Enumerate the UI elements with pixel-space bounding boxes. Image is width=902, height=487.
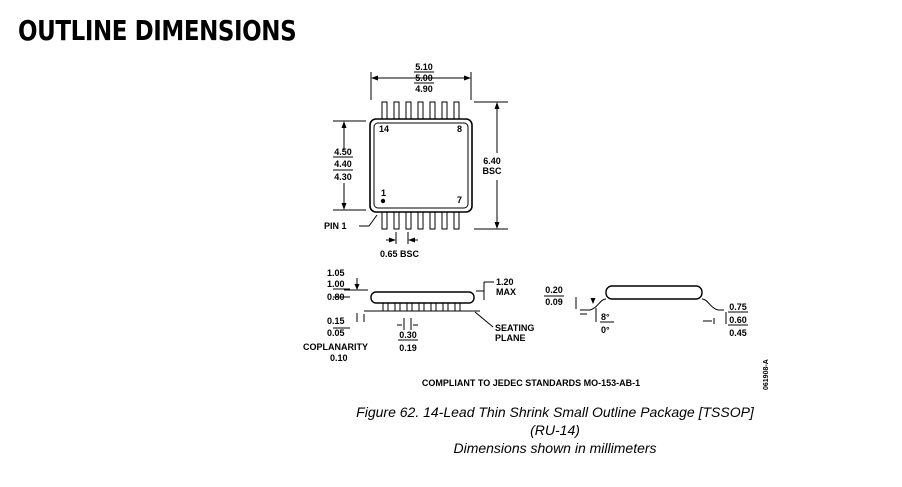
- dim-overall-width: 6.40: [483, 156, 501, 166]
- pin-number-7: 7: [457, 195, 462, 205]
- package-body-outer: [369, 118, 473, 213]
- caption-line-2: (RU-14): [530, 422, 580, 438]
- figure-caption: Figure 62. 14-Lead Thin Shrink Small Out…: [340, 403, 770, 457]
- end-view-body: [580, 285, 724, 311]
- dim-foot-min: 0.45: [729, 328, 747, 338]
- dim-thickness-max: 0.20: [545, 285, 563, 295]
- page-title: OUTLINE DIMENSIONS: [18, 14, 297, 47]
- dim-body-min: 4.30: [334, 172, 352, 182]
- caption-line-3: Dimensions shown in millimeters: [453, 440, 657, 456]
- dim-clearance-max: 0.15: [327, 316, 345, 326]
- drawing-id: 061908-A: [763, 359, 770, 390]
- pin-number-1: 1: [381, 188, 386, 198]
- dim-overall-width-note: BSC: [482, 166, 502, 176]
- dim-foot-max: 0.75: [729, 302, 747, 312]
- dim-angle-max: 8°: [601, 312, 610, 322]
- dim-body-max: 4.50: [334, 147, 352, 157]
- dim-thickness-min: 0.09: [545, 297, 563, 307]
- dim-width-max: 5.10: [415, 62, 433, 72]
- pin-number-14: 14: [379, 124, 389, 134]
- dim-height-max: 1.20: [496, 277, 514, 287]
- dim-angle-min: 0°: [601, 325, 610, 335]
- pin1-indicator: [380, 198, 386, 204]
- dim-body-nom: 4.40: [334, 159, 352, 169]
- package-body-inner: [373, 122, 469, 209]
- coplanarity-label: COPLANARITY: [303, 342, 368, 352]
- dim-pitch: 0.65 BSC: [380, 249, 420, 259]
- pin1-label: PIN 1: [324, 221, 347, 231]
- dim-lead-width-min: 0.19: [399, 343, 417, 353]
- coplanarity-value: 0.10: [330, 353, 348, 363]
- dim-standoff-min: 0.80: [327, 292, 345, 302]
- seating-plane-label-2: PLANE: [495, 333, 526, 343]
- dim-standoff-nom: 1.00: [327, 279, 345, 289]
- caption-line-1: Figure 62. 14-Lead Thin Shrink Small Out…: [356, 404, 754, 420]
- dim-height-max-note: MAX: [496, 287, 516, 297]
- dim-foot-nom: 0.60: [729, 315, 747, 325]
- jedec-compliance: COMPLIANT TO JEDEC STANDARDS MO-153-AB-1: [422, 378, 640, 388]
- dim-lead-width-max: 0.30: [399, 330, 417, 340]
- dim-width-nom: 5.00: [415, 73, 433, 83]
- side-view-body: [364, 291, 480, 312]
- dim-width-min: 4.90: [415, 84, 433, 94]
- bottom-leads: [381, 208, 460, 230]
- pin-number-8: 8: [457, 124, 462, 134]
- dim-standoff-max: 1.05: [327, 268, 345, 278]
- seating-plane-label-1: SEATING: [495, 323, 534, 333]
- dim-clearance-min: 0.05: [327, 328, 345, 338]
